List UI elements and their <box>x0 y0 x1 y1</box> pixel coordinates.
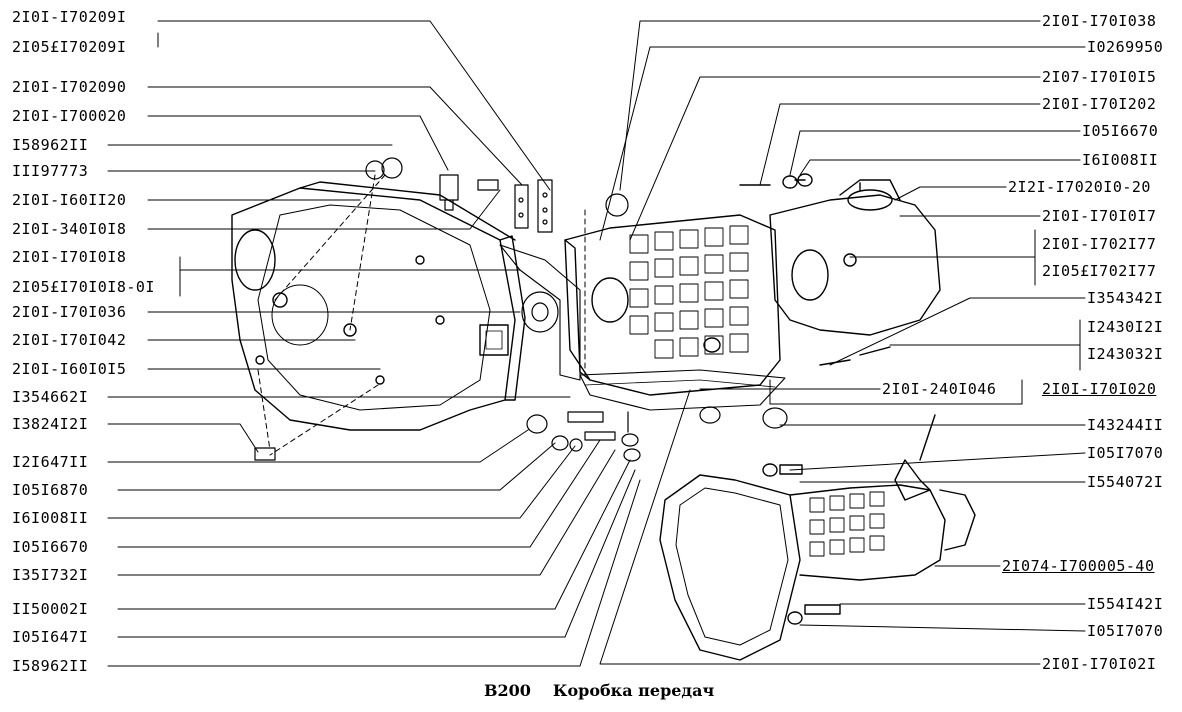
small-parts-drawing <box>254 157 788 462</box>
part-number-left-1: 2I0I-I70209I <box>12 8 127 26</box>
part-number-left-9: 2I0I-I70I0I8 <box>12 248 127 266</box>
part-number-right-1: 2I0I-I70I038 <box>1042 12 1157 30</box>
part-number-right-7: 2I2I-I7020I0-20 <box>1008 178 1151 196</box>
figure-title: Коробка передач <box>552 681 715 700</box>
part-number-left-23: I58962II <box>12 657 89 675</box>
part-number-left-5: I58962II <box>12 136 89 154</box>
part-number-left-6: III97773 <box>12 162 89 180</box>
part-number-right-8: 2I0I-I70I0I7 <box>1042 207 1157 225</box>
part-number-left-17: I05I6870 <box>12 481 89 499</box>
figure-caption: B200 Коробка передач <box>484 681 736 700</box>
part-number-right-11: I354342I <box>1087 289 1164 307</box>
part-number-right-4: 2I0I-I70I202 <box>1042 95 1157 113</box>
part-number-right-3: 2I07-I70I0I5 <box>1042 68 1157 86</box>
part-number-left-19: I05I6670 <box>12 538 89 556</box>
figure-code: B200 <box>484 681 531 700</box>
part-number-left-22: I05I647I <box>12 628 89 646</box>
rear-extension-drawing <box>739 173 941 366</box>
part-number-right-17: I05I7070 <box>1087 444 1164 462</box>
part-number-left-2: 2I05£I70209I <box>12 38 127 56</box>
part-number-right-20: I554I42I <box>1087 595 1164 613</box>
part-number-right-9: 2I0I-I702I77 <box>1042 235 1157 253</box>
part-number-left-3: 2I0I-I702090 <box>12 78 127 96</box>
part-number-right-6: I6I008II <box>1082 151 1159 169</box>
part-number-right-5: I05I6670 <box>1082 122 1159 140</box>
part-number-left-14: I354662I <box>12 388 89 406</box>
gearbox-case-drawing <box>564 214 786 411</box>
part-number-right-15: 2I0I-I70I020 <box>1042 380 1157 398</box>
part-number-right-13: I243032I <box>1087 345 1164 363</box>
leader-lines <box>107 20 1086 667</box>
part-number-right-16: I43244II <box>1087 416 1164 434</box>
part-number-right-21: I05I7070 <box>1087 622 1164 640</box>
part-number-right-19: 2I074-I700005-40 <box>1002 557 1155 575</box>
part-number-right-22: 2I0I-I70I02I <box>1042 655 1157 673</box>
part-number-left-21: II50002I <box>12 600 89 618</box>
part-number-left-13: 2I0I-I60I0I5 <box>12 360 127 378</box>
part-number-left-16: I2I647II <box>12 453 89 471</box>
part-number-right-10: 2I05£I702I77 <box>1042 262 1157 280</box>
part-number-right-18: I554072I <box>1087 473 1164 491</box>
part-number-right-12: I2430I2I <box>1087 318 1164 336</box>
part-number-left-12: 2I0I-I70I042 <box>12 331 127 349</box>
gasket-drawing <box>499 244 581 381</box>
part-number-left-11: 2I0I-I70I036 <box>12 303 127 321</box>
part-number-left-8: 2I0I-340I0I8 <box>12 220 127 238</box>
part-number-left-18: I6I008II <box>12 509 89 527</box>
clutch-housing-drawing <box>231 181 526 431</box>
part-number-left-20: I35I732I <box>12 566 89 584</box>
part-number-right-14: 2I0I-240I046 <box>882 380 997 398</box>
part-number-left-10: 2I05£I70I0I8-0I <box>12 278 155 296</box>
part-number-left-7: 2I0I-I60II20 <box>12 191 127 209</box>
part-number-left-15: I3824I2I <box>12 415 89 433</box>
part-number-left-4: 2I0I-I700020 <box>12 107 127 125</box>
assembled-gearbox-drawing <box>659 414 976 661</box>
part-number-right-2: I0269950 <box>1087 38 1164 56</box>
